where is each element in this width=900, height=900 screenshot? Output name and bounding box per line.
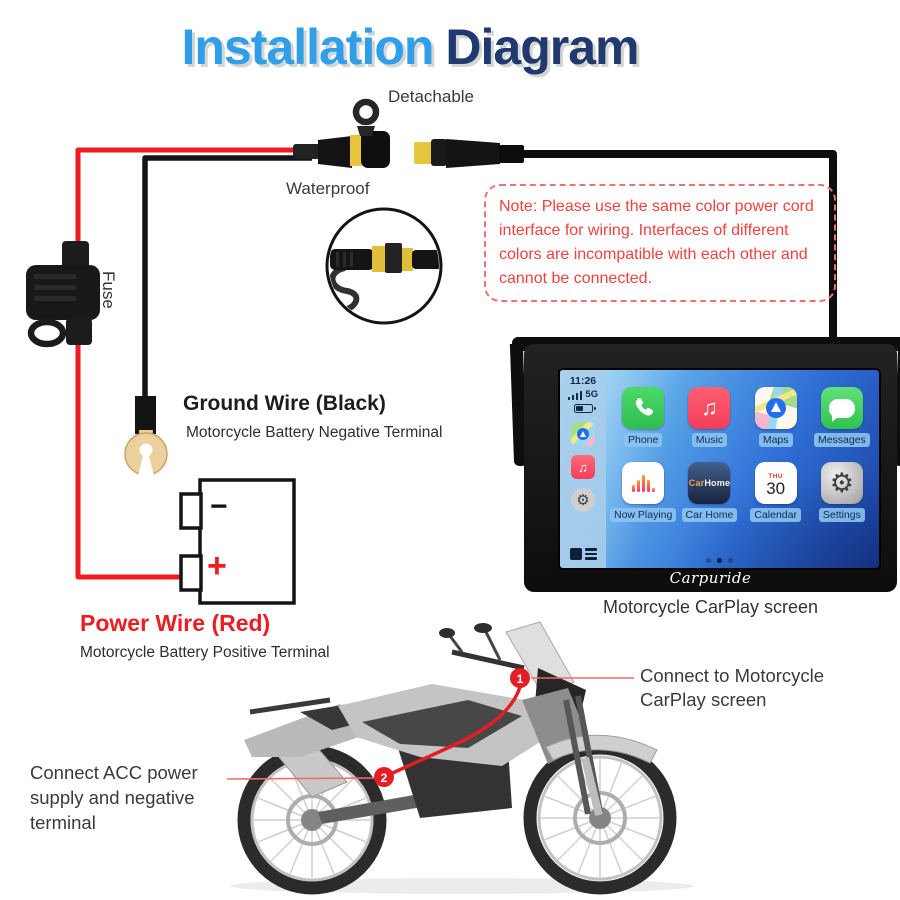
page-title-word-1: Installation: [181, 19, 435, 75]
app-tile-phone: Phone: [610, 387, 676, 447]
carplay-device: 11:26 5G ♫ ⚙: [524, 344, 897, 592]
app-tile-settings: ⚙ Settings: [809, 462, 875, 522]
phone-icon: [622, 387, 665, 429]
callout-2-line-3: terminal: [30, 812, 96, 833]
app-label: Now Playing: [610, 508, 677, 522]
music-icon: ♫: [688, 387, 731, 429]
callout-1-text: Connect to Motorcycle CarPlay screen: [640, 664, 824, 712]
status-signal: 5G: [567, 389, 599, 400]
carhome-icon-text-2: Home: [704, 478, 731, 488]
ground-wire-black: [142, 155, 312, 402]
fuse-label: Fuse: [99, 271, 118, 309]
front-wheel: [523, 741, 677, 895]
waterproof-label: Waterproof: [286, 179, 370, 198]
marker-2-badge: 2: [374, 767, 394, 787]
detachable-label: Detachable: [388, 87, 475, 106]
connector-inset-magnifier: [325, 207, 443, 325]
app-tile-calendar: THU 30 Calendar: [743, 462, 809, 522]
power-wire-subtitle: Motorcycle Battery Positive Terminal: [80, 644, 330, 661]
battery-positive-sign: +: [207, 547, 227, 585]
page-title-word-2: Diagram: [445, 19, 639, 75]
ground-wire-title: Ground Wire (Black): [183, 392, 386, 415]
marker-1-badge: 1: [510, 668, 530, 688]
callout-line-2: [226, 777, 375, 780]
connector-cap-loop: [352, 98, 380, 136]
page-indicator-dots: [560, 558, 879, 563]
calendar-weekday: THU: [768, 472, 784, 480]
gear-glyph: ⚙: [829, 467, 854, 498]
power-wire-red: [75, 147, 305, 580]
svg-text:1: 1: [517, 672, 524, 686]
messages-icon: [820, 387, 863, 429]
calendar-icon: THU 30: [754, 462, 797, 504]
navigation-arrow-icon: [765, 398, 786, 418]
fuse-holder: [26, 241, 100, 348]
speech-bubble-icon: [828, 398, 855, 422]
app-tile-now-playing: Now Playing: [610, 462, 677, 522]
carplay-sidebar: 11:26 5G ♫ ⚙: [560, 370, 606, 568]
device-caption: Motorcycle CarPlay screen: [602, 597, 819, 617]
waterproof-connector-female: [414, 139, 524, 168]
app-label: Messages: [813, 433, 870, 447]
maps-icon: [754, 387, 797, 429]
music-note-glyph: ♫: [701, 395, 718, 420]
maps-mini-icon: [571, 422, 595, 446]
app-label: Settings: [818, 508, 865, 522]
status-time: 11:26: [569, 375, 597, 387]
brand-logo: Carpuride: [669, 569, 752, 587]
music-note-glyph: ♫: [578, 459, 588, 475]
color-matching-note: Note: Please use the same color power co…: [484, 184, 836, 302]
music-mini-icon: ♫: [571, 455, 595, 479]
app-tile-messages: Messages: [809, 387, 875, 447]
settings-gear-icon: ⚙: [820, 462, 863, 504]
settings-mini-icon: ⚙: [571, 488, 595, 512]
ground-wire-subtitle: Motorcycle Battery Negative Terminal: [186, 424, 443, 441]
callout-2-line-1: Connect ACC power: [30, 762, 198, 783]
gear-glyph: ⚙: [576, 492, 590, 509]
bike-power-cable: [385, 686, 522, 778]
callout-1-line-2: CarPlay screen: [640, 689, 767, 710]
callout-2-text: Connect ACC power supply and negative te…: [30, 760, 198, 835]
power-wire-title: Power Wire (Red): [80, 610, 271, 636]
battery-symbol: [179, 478, 296, 605]
app-tile-maps: Maps: [743, 387, 809, 447]
now-playing-icon: [622, 462, 665, 504]
app-tile-car-home: CarHome Car Home: [676, 462, 742, 522]
ring-terminal: [124, 396, 168, 476]
dashboard-icon: [569, 548, 597, 560]
waterproof-connector-male: [293, 98, 390, 168]
app-label: Calendar: [750, 508, 801, 522]
callout-2-line-2: supply and negative: [30, 787, 195, 808]
signal-bars-icon: [567, 391, 583, 400]
network-label: 5G: [585, 389, 599, 400]
callout-1-line-1: Connect to Motorcycle: [640, 665, 825, 686]
app-label: Car Home: [681, 508, 738, 522]
carplay-screen: 11:26 5G ♫ ⚙: [558, 368, 881, 570]
app-label: Maps: [758, 433, 793, 447]
battery-status-icon: [573, 404, 596, 413]
carhome-icon-text-1: Car: [688, 478, 705, 488]
motorcycle-illustration: [230, 621, 694, 895]
carplay-app-grid: Phone ♫ Music Maps Messages: [606, 370, 879, 568]
calendar-day: 30: [766, 478, 786, 498]
app-label: Music: [691, 433, 728, 447]
svg-text:2: 2: [381, 771, 388, 785]
car-home-icon: CarHome: [688, 462, 731, 504]
app-tile-music: ♫ Music: [676, 387, 742, 447]
battery-negative-sign: −: [210, 490, 228, 523]
app-label: Phone: [624, 433, 663, 447]
